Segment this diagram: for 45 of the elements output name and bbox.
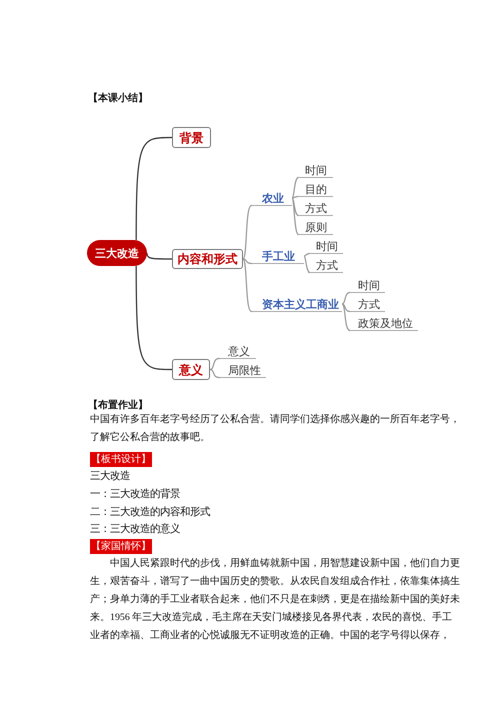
topic-box: 意义 <box>172 359 210 380</box>
branch-line <box>292 198 300 216</box>
outline-line: 二：三大改造的内容和形式 <box>90 505 210 519</box>
branch-line <box>304 256 311 274</box>
branch-line <box>292 196 300 199</box>
section-heading: 【本课小结】 <box>88 92 148 105</box>
branch-line <box>342 304 351 332</box>
branch-line <box>242 258 252 264</box>
topic-box: 内容和形式 <box>172 249 243 269</box>
leaf-topic-label: 方式 <box>297 200 333 216</box>
leaf-topic-label: 原则 <box>297 219 333 235</box>
section-heading: 【布置作业】 <box>88 398 148 412</box>
outline-line: 三：三大改造的意义 <box>90 522 180 536</box>
leaf-topic-label: 方式 <box>350 296 385 312</box>
branch-line <box>136 136 172 240</box>
leaf-topic-label: 目的 <box>297 181 333 197</box>
branch-line <box>242 258 252 312</box>
branch-line <box>210 368 220 378</box>
central-topic-pill: 三大改造 <box>87 240 147 266</box>
leaf-topic-label: 时间 <box>297 162 333 178</box>
subtopic-label: 资本主义工商业 <box>252 296 342 312</box>
outline-line: 一：三大改造的背景 <box>90 487 180 501</box>
subtopic-label: 农业 <box>252 190 292 206</box>
section-tag: 【板书设计】 <box>90 452 152 467</box>
leaf-topic-label: 局限性 <box>220 362 266 378</box>
branch-line <box>136 266 172 370</box>
branch-line <box>146 252 172 260</box>
branch-line <box>292 176 300 198</box>
outline-line: 三大改造 <box>90 469 130 483</box>
leaf-topic-label: 意义 <box>220 343 256 359</box>
leaf-topic-label: 方式 <box>308 257 343 273</box>
branch-line <box>210 358 220 370</box>
topic-box: 背景 <box>172 127 211 148</box>
leaf-topic-label: 时间 <box>350 277 385 293</box>
branch-line <box>242 204 252 260</box>
section-tag: 【家国情怀】 <box>90 539 152 554</box>
paragraph: 中国人民紧跟时代的步伐，用鲜血铸就新中国，用智慧建设新中国，他们自力更生，艰苦奋斗，谱写了一曲中国历史的赞歌。从农民自发组成合作社，依靠集体搞生产；身单力薄的手工业者联合起来，他们不只是在刺绣，更是在描绘新中国的美好未来。1956 年三大改造完成，毛主席在天安门城楼接见各界代表，农民的喜悦、手工业者的幸福、工商业者的心悦诚服无不证明改造的正确。中国的老字号得以保存， <box>90 556 461 643</box>
leaf-topic-label: 政策及地位 <box>350 315 418 331</box>
branch-line <box>342 303 351 312</box>
branch-line <box>291 198 300 236</box>
branch-line <box>342 292 351 305</box>
paragraph: 中国有许多百年老字号经历了公私合营。请同学们选择你感兴趣的一所百年老字号，了解它公私合营的故事吧。 <box>90 412 461 445</box>
branch-line <box>304 252 311 257</box>
subtopic-label: 手工业 <box>252 248 304 264</box>
leaf-topic-label: 时间 <box>308 238 343 254</box>
